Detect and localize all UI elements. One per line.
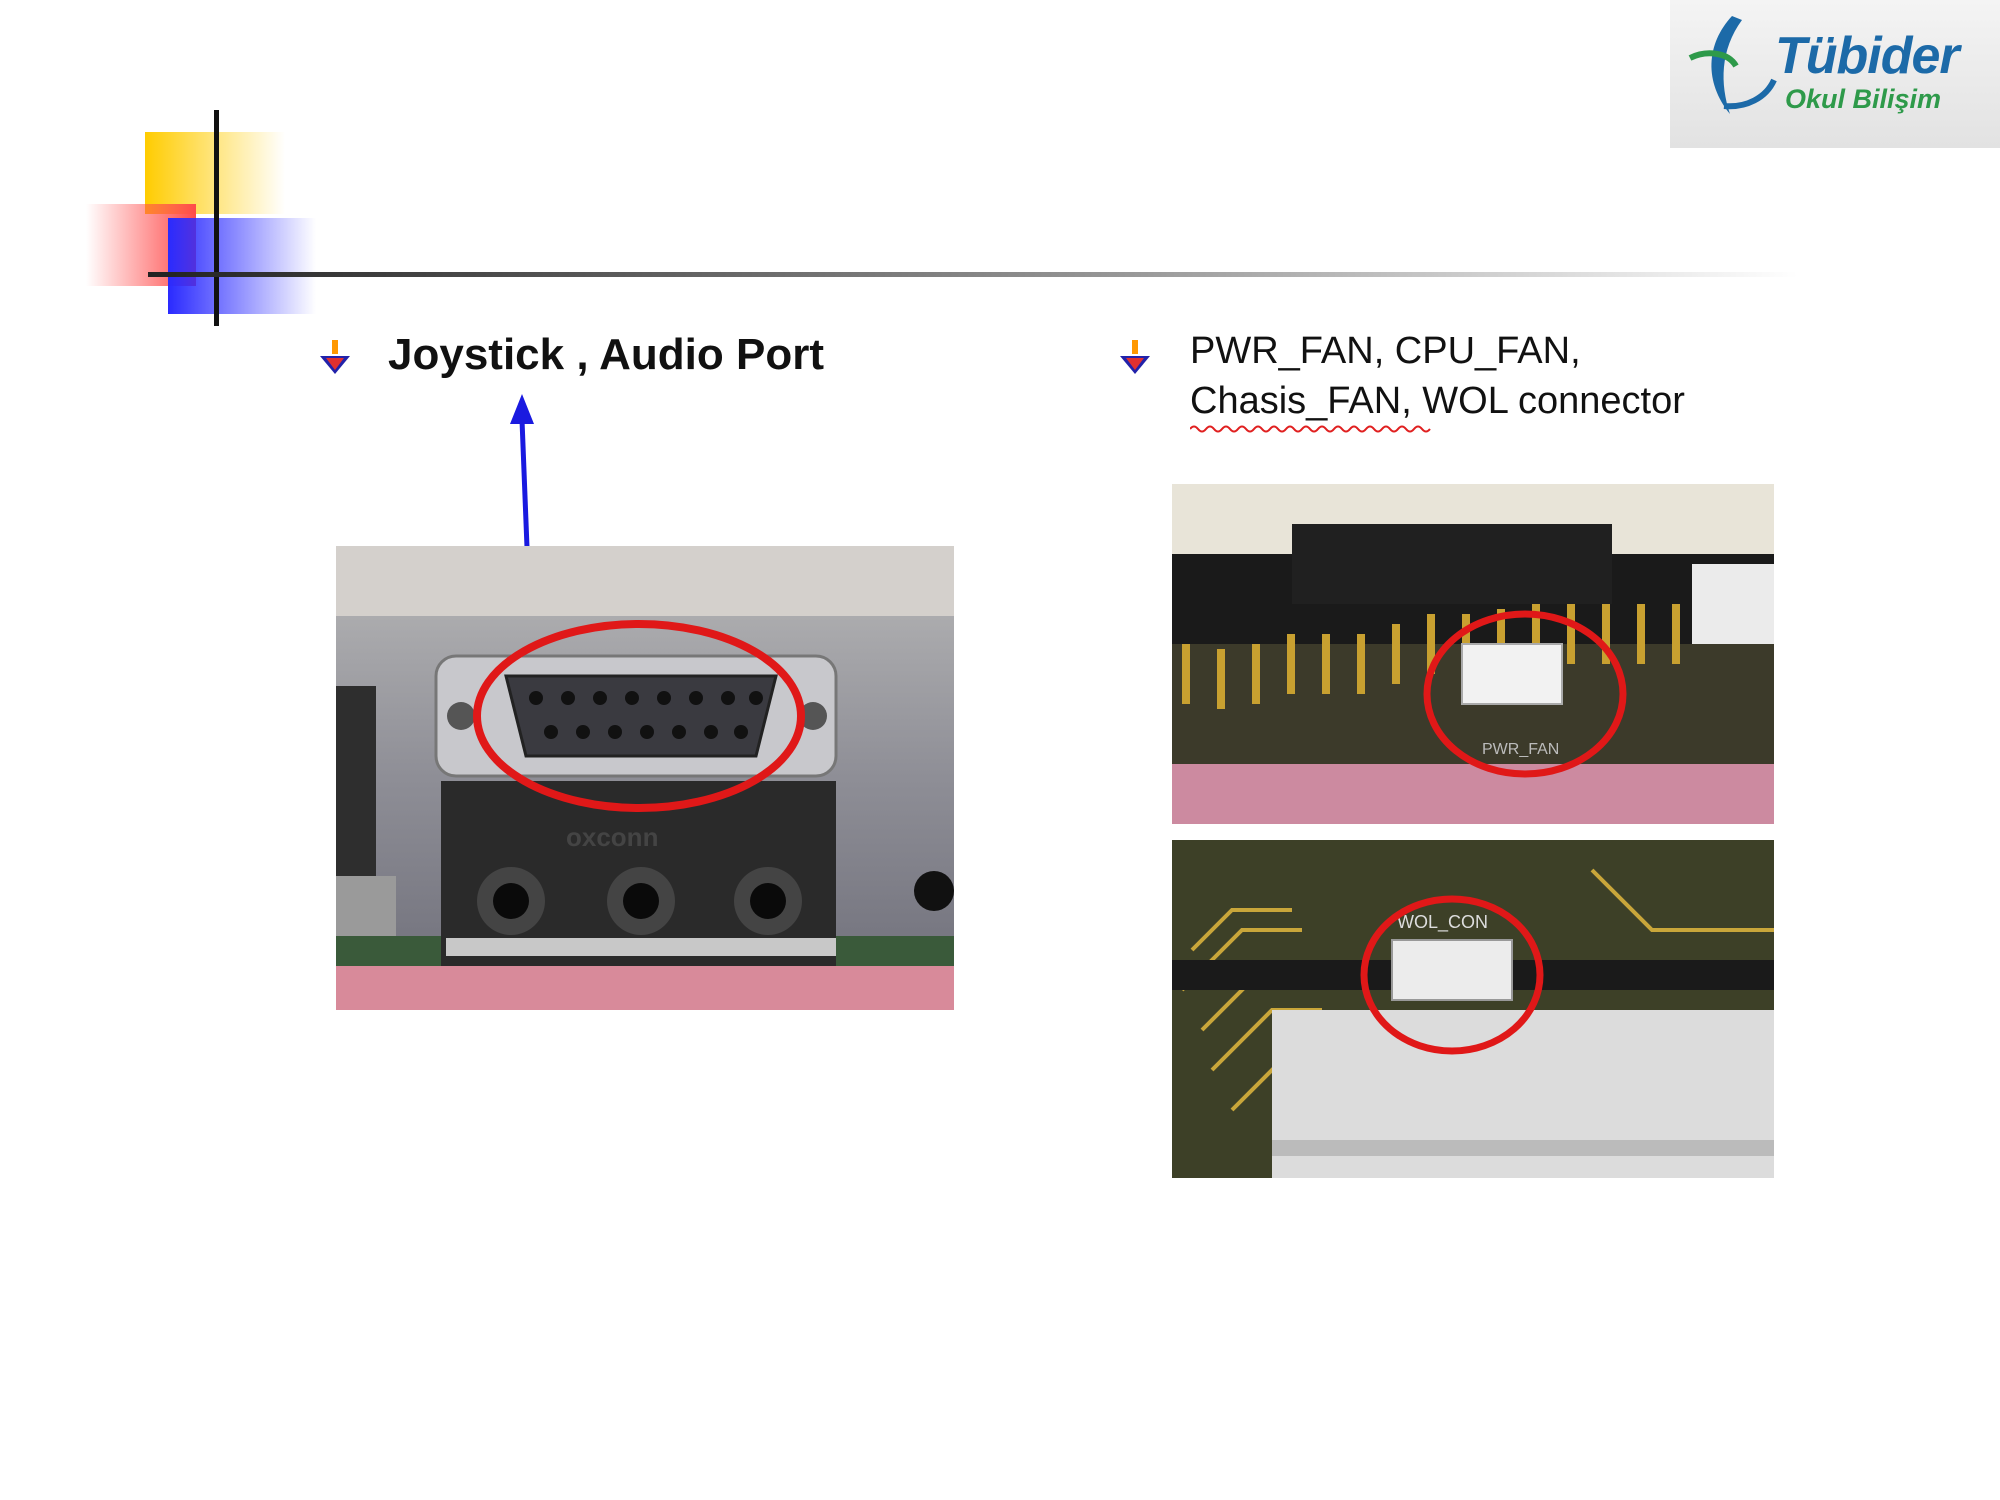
highlight-circle [473,620,805,812]
wol-connector-photo: WOL_CON [1172,840,1774,1178]
logo-box [1670,0,2000,148]
right-bullet-text-line1: PWR_FAN, CPU_FAN, [1190,330,1581,372]
horizontal-rule [148,272,1798,277]
bullet-arrow-icon [320,340,350,374]
logo-swoosh-icon [1688,16,1777,114]
right-bullet-text-line2: Chasis_FAN, WOL connector [1190,380,1685,422]
wol-con-board-label: WOL_CON [1397,912,1488,933]
highlight-circle [1360,895,1544,1055]
vertical-rule [214,110,219,326]
title-decoration [86,110,1798,326]
blue-square [168,218,316,314]
connector-brand-text: oxconn [566,822,658,852]
bullet-arrow-icon [1120,340,1150,374]
pwr-fan-board-label: PWR_FAN [1482,741,1559,758]
spellcheck-underline [1190,425,1431,433]
logo-subtitle: Okul Bilişim [1785,84,1942,114]
logo-name: Tübider [1775,27,1960,85]
highlight-circle [1423,610,1627,778]
joystick-audio-port-photo: oxconn [336,546,954,1010]
fan-connector-photo: PWR_FAN [1172,484,1774,824]
left-bullet-text: Joystick , Audio Port [388,330,825,379]
